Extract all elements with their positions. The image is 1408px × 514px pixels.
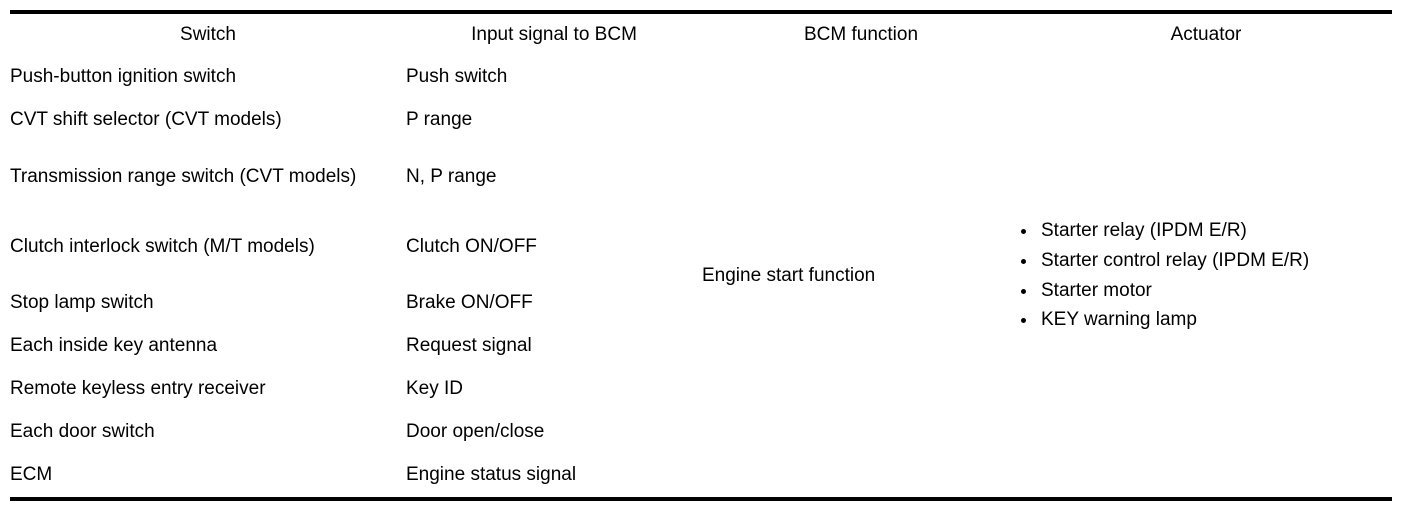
actuator-label: Starter motor — [1041, 279, 1152, 301]
cell-switch: Stop lamp switch — [10, 282, 406, 325]
table-row: Each door switch Door open/close — [10, 411, 1392, 454]
list-item: Starter motor — [1020, 277, 1371, 306]
bullet-icon — [1021, 288, 1026, 294]
cell-switch: Push-button ignition switch — [10, 56, 406, 99]
bullet-icon — [1021, 318, 1026, 324]
cell-input-signal: Engine status signal — [406, 454, 702, 497]
table-row: Remote keyless entry receiver Key ID — [10, 368, 1392, 411]
table-row: Each inside key antenna Request signal — [10, 325, 1392, 368]
list-item: Starter control relay (IPDM E/R) — [1020, 247, 1371, 276]
spec-table-container: Switch Input signal to BCM BCM function … — [10, 10, 1392, 501]
actuator-label: Starter relay (IPDM E/R) — [1041, 219, 1247, 241]
table-body: Push-button ignition switch Push switch … — [10, 56, 1392, 497]
cell-input-signal: P range — [406, 99, 702, 142]
table-row: ECM Engine status signal — [10, 454, 1392, 497]
list-item: Starter relay (IPDM E/R) — [1020, 217, 1371, 246]
header-row: Switch Input signal to BCM BCM function … — [10, 14, 1392, 56]
column-header-switch: Switch — [10, 14, 406, 56]
actuator-label: KEY warning lamp — [1041, 309, 1197, 331]
column-header-actuator: Actuator — [1020, 14, 1392, 56]
cell-switch: Remote keyless entry receiver — [10, 368, 406, 411]
switch-bcm-actuator-table: Switch Input signal to BCM BCM function … — [10, 14, 1392, 497]
table-row: Clutch interlock switch (M/T models) Clu… — [10, 212, 1392, 282]
cell-input-signal: Brake ON/OFF — [406, 282, 702, 325]
cell-bcm-function: Engine start function — [702, 56, 1020, 497]
cell-input-signal: Clutch ON/OFF — [406, 212, 702, 282]
bullet-icon — [1021, 258, 1026, 264]
table-header: Switch Input signal to BCM BCM function … — [10, 14, 1392, 56]
cell-switch: Each door switch — [10, 411, 406, 454]
table-row: Push-button ignition switch Push switch … — [10, 56, 1392, 497]
table-row: Stop lamp switch Brake ON/OFF — [10, 282, 1392, 325]
cell-input-signal: Request signal — [406, 325, 702, 368]
table-row: Transmission range switch (CVT models) N… — [10, 142, 1392, 212]
cell-switch: Each inside key antenna — [10, 325, 406, 368]
cell-input-signal: Push switch — [406, 56, 702, 99]
cell-input-signal: Door open/close — [406, 411, 702, 454]
cell-switch: ECM — [10, 454, 406, 497]
cell-input-signal: N, P range — [406, 142, 702, 212]
actuator-label: Starter control relay (IPDM E/R) — [1041, 249, 1310, 271]
table-row: CVT shift selector (CVT models) P range — [10, 99, 1392, 142]
column-header-bcm-function: BCM function — [702, 14, 1020, 56]
column-header-input-signal: Input signal to BCM — [406, 14, 702, 56]
list-item: KEY warning lamp — [1020, 306, 1371, 335]
cell-actuator: Starter relay (IPDM E/R) Starter control… — [1020, 56, 1392, 497]
cell-switch: Transmission range switch (CVT models) — [10, 142, 406, 212]
actuator-list: Starter relay (IPDM E/R) Starter control… — [1020, 217, 1392, 336]
cell-switch: Clutch interlock switch (M/T models) — [10, 212, 406, 282]
bullet-icon — [1021, 228, 1026, 234]
cell-input-signal: Key ID — [406, 368, 702, 411]
cell-switch: CVT shift selector (CVT models) — [10, 99, 406, 142]
